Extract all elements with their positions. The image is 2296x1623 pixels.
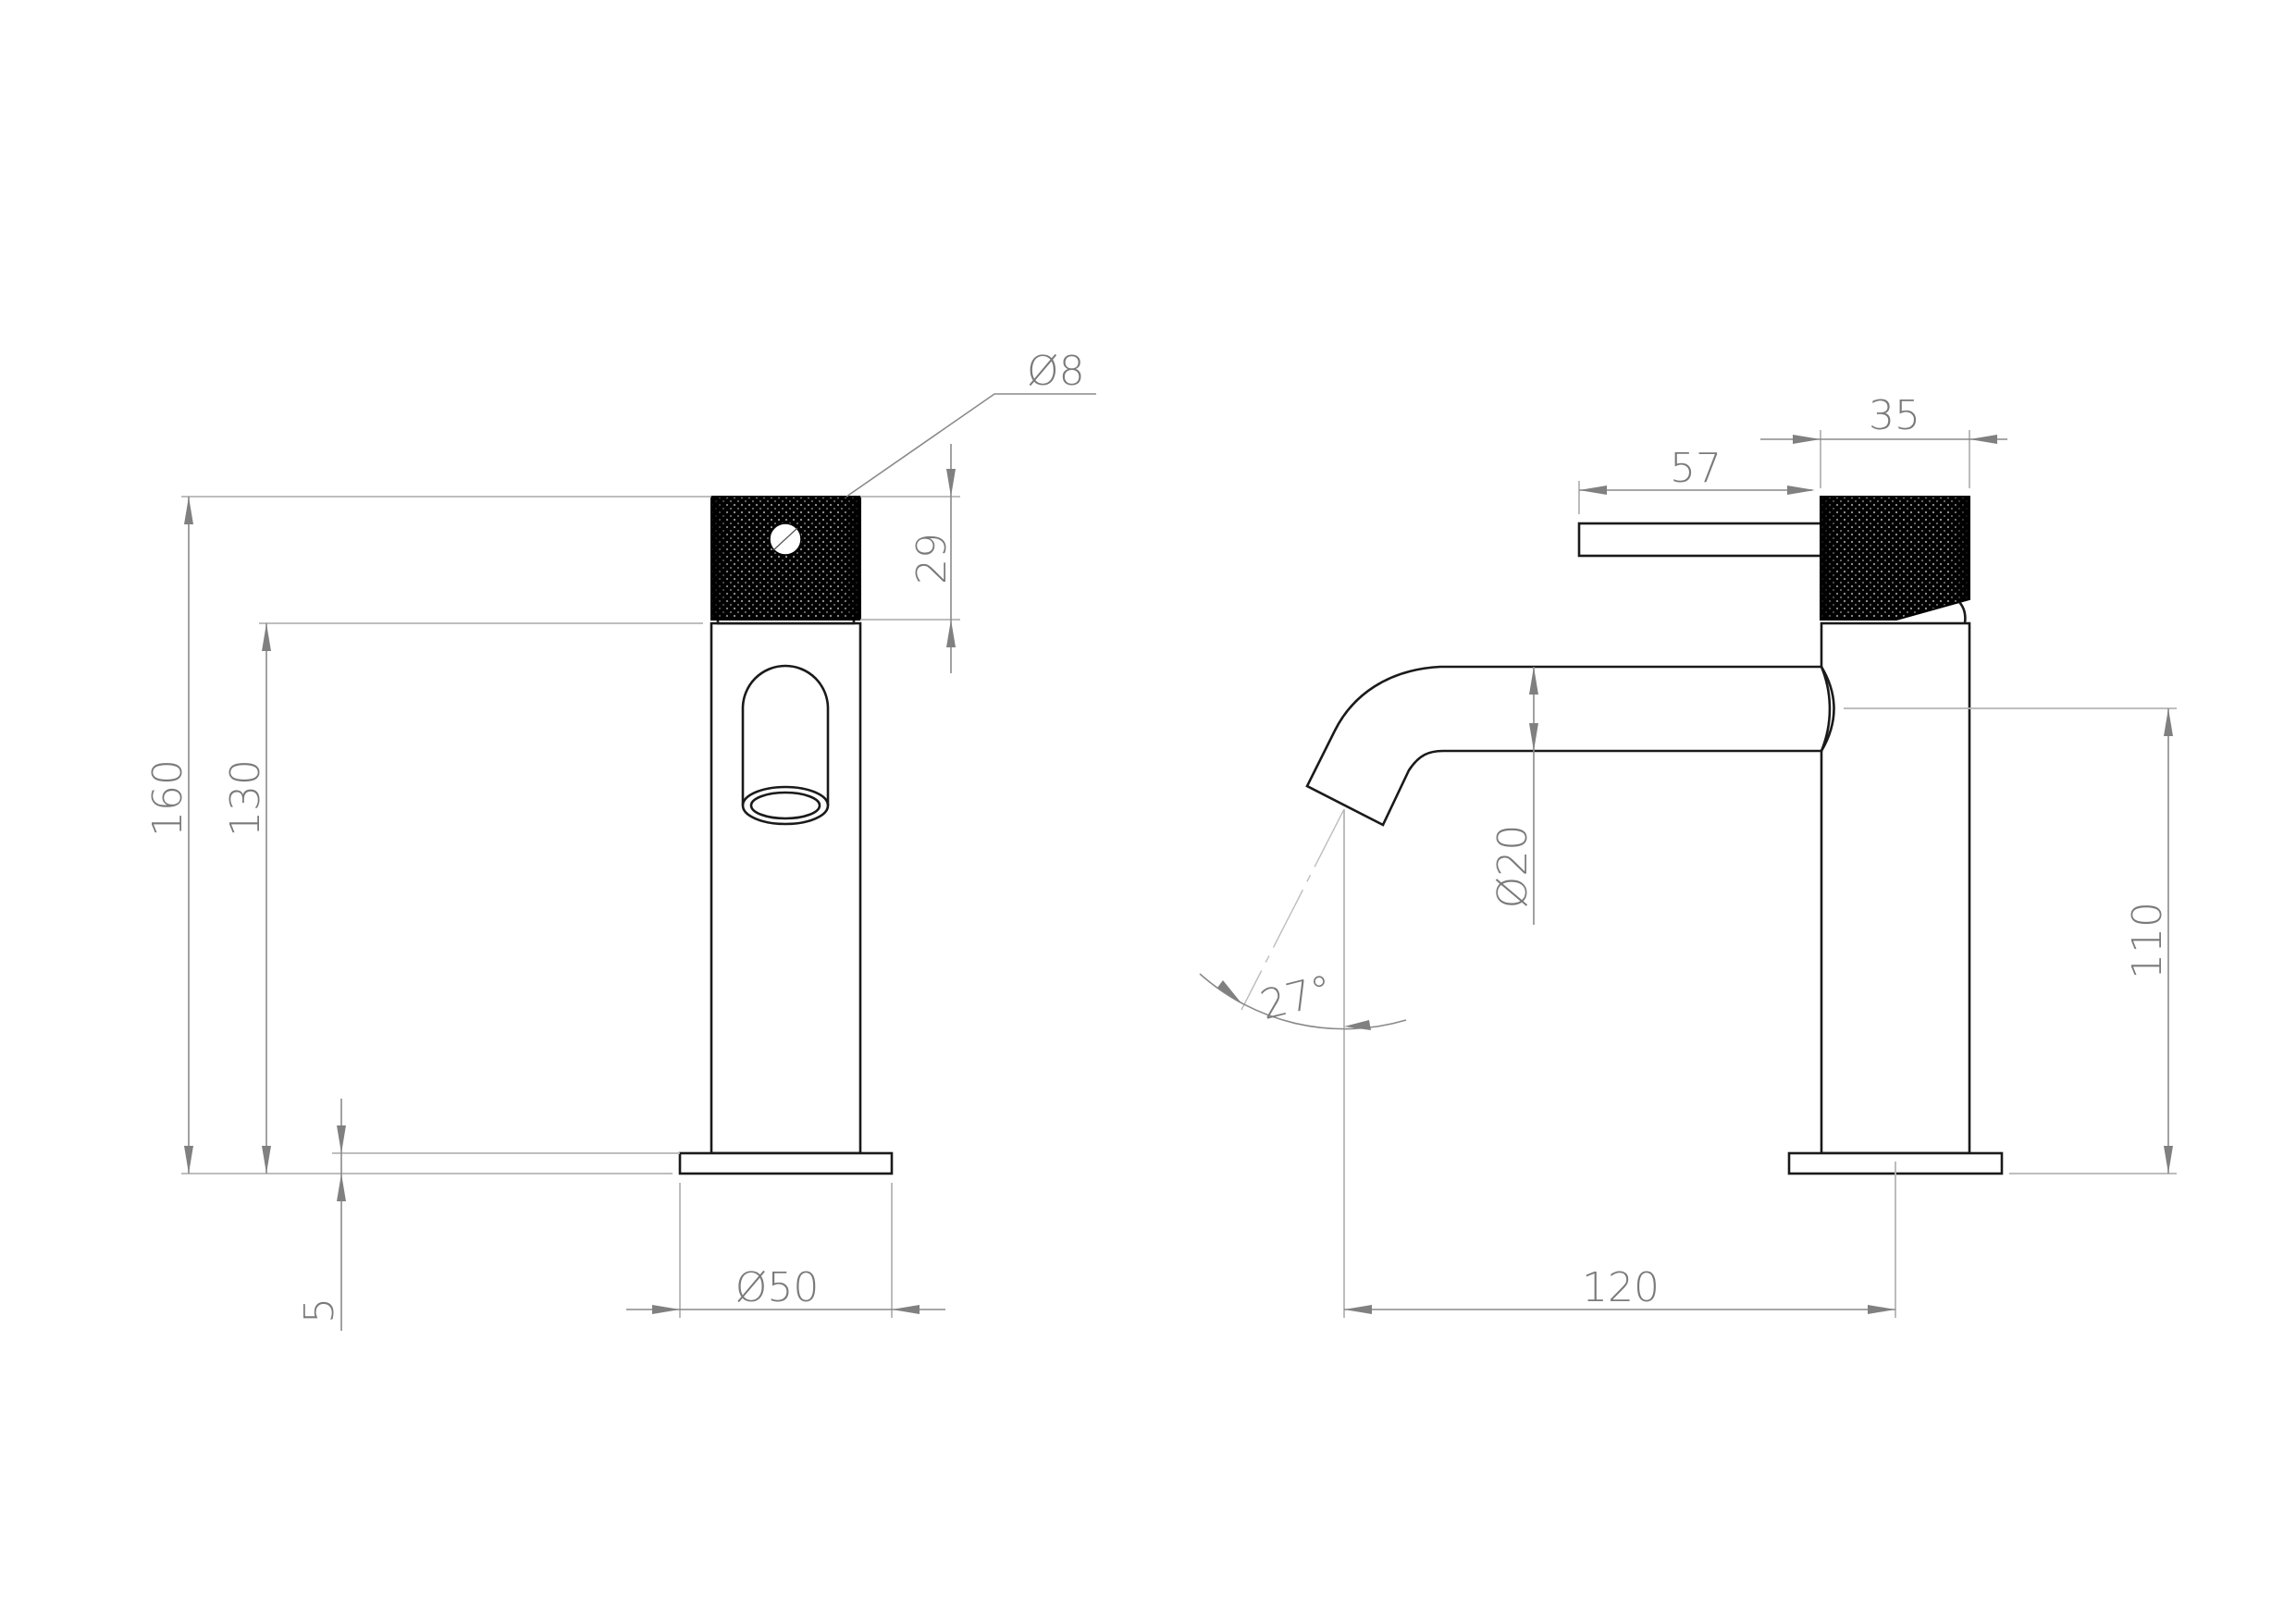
dim-120: 120 xyxy=(1343,809,1895,1318)
dim-35: 35 xyxy=(1760,392,2007,488)
dim-text-110: 110 xyxy=(2124,902,2171,979)
dim-text-130: 130 xyxy=(222,759,269,837)
side-body xyxy=(1820,621,1971,1155)
side-knurled-handle xyxy=(1820,496,1970,624)
dim-29: 29 xyxy=(860,444,960,673)
dim-130: 130 xyxy=(222,622,703,1174)
side-view: 57 35 Ø20 110 xyxy=(1199,392,2177,1318)
dim-diameter-8: Ø8 xyxy=(846,348,1096,498)
dim-text-diameter-20: Ø20 xyxy=(1489,825,1537,909)
dim-text-5: 5 xyxy=(296,1297,343,1323)
dim-text-160: 160 xyxy=(144,759,191,837)
dim-text-29: 29 xyxy=(908,533,956,584)
dim-angle-27: 27° xyxy=(1199,808,1407,1030)
dim-110: 110 xyxy=(1844,707,2177,1174)
dim-diameter-20: Ø20 xyxy=(1489,667,1538,925)
dim-160: 160 xyxy=(144,496,711,1174)
front-knurled-handle xyxy=(710,496,861,621)
dim-5: 5 xyxy=(296,1099,680,1331)
front-spout-outline xyxy=(741,664,830,805)
front-view: 160 130 29 Ø8 5 xyxy=(144,348,1096,1331)
dim-text-57: 57 xyxy=(1670,445,1722,492)
dim-text-120: 120 xyxy=(1582,1264,1660,1311)
dim-text-diameter-50: Ø50 xyxy=(735,1264,820,1311)
side-spout-joint xyxy=(1820,666,1835,752)
dim-text-diameter-8: Ø8 xyxy=(1027,348,1085,395)
dim-diameter-50: Ø50 xyxy=(626,1183,945,1318)
dim-text-angle-27: 27° xyxy=(1255,966,1337,1029)
front-base-plate xyxy=(678,1151,894,1175)
dim-text-35: 35 xyxy=(1869,392,1920,439)
side-spout xyxy=(1305,665,1832,827)
dim-57: 57 xyxy=(1578,445,1815,514)
front-body xyxy=(710,621,862,1155)
front-spout-outlet-inner xyxy=(749,791,821,820)
side-lever xyxy=(1577,522,1823,558)
